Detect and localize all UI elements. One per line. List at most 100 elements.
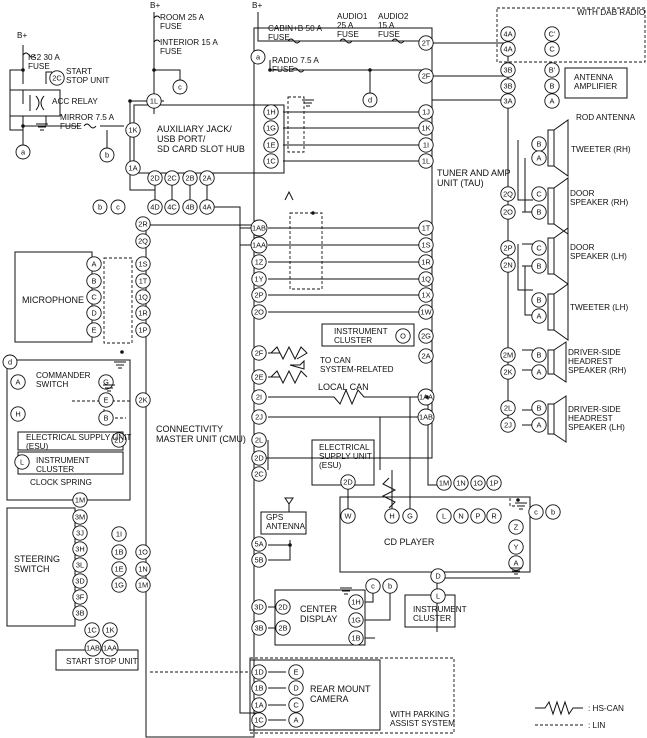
- connector-pin-circle: [164, 199, 180, 215]
- connector-pin: 1Q: [135, 289, 151, 305]
- connector-pin: 1X: [418, 287, 434, 303]
- reference-marker: a: [250, 49, 266, 65]
- connector-pin-circle: [72, 509, 88, 525]
- arrow-icon: [289, 359, 305, 370]
- connector-pin-label: R: [491, 512, 496, 521]
- connector-pin: 2M: [500, 347, 516, 363]
- connector-pin-circle: [531, 400, 547, 416]
- connector-pin-circle: [72, 492, 88, 508]
- connector-pin-circle: [418, 304, 434, 320]
- connector-pin-label: 3B: [254, 624, 263, 633]
- connector-pin: 1AA: [101, 639, 119, 657]
- connector-pin-label: 1C: [87, 626, 97, 635]
- connector-pin-label: 1C: [254, 716, 264, 725]
- connector-pin-circle: [251, 712, 267, 728]
- connector-pin: 2K: [135, 392, 151, 408]
- connector-pin: 2L: [500, 400, 516, 416]
- connector-pin-label: 1Y: [254, 275, 263, 284]
- connector-pin-circle: [72, 573, 88, 589]
- connector-pin-circle: [135, 289, 151, 305]
- connector-pin-label: 3B: [75, 609, 84, 618]
- reference-marker-label: a: [256, 53, 261, 62]
- connector-pin-label: 2R: [138, 220, 147, 229]
- ground-symbols: [36, 99, 527, 595]
- connector-pin-circle: [418, 220, 434, 236]
- connector-pin: 1AB: [84, 639, 102, 657]
- connector-pin-circle: [251, 304, 267, 320]
- connector-pin-circle: [436, 508, 452, 524]
- connector-pin-label: 2M: [503, 351, 513, 360]
- connector-pin: 1E: [263, 137, 279, 153]
- connector-pin-circle: [251, 664, 267, 680]
- connector-pin-circle: [500, 364, 516, 380]
- connector-pin-circle: [251, 345, 267, 361]
- connector-pin-circle: [250, 219, 268, 237]
- connector-pin: 3M: [72, 509, 88, 525]
- connector-pin-circle: [251, 254, 267, 270]
- connector-pin: 2C: [164, 170, 180, 186]
- connector-pin: 1H: [263, 104, 279, 120]
- connector-pin-circle: [544, 41, 560, 57]
- connector-pin-label: 1S: [138, 260, 147, 269]
- connector-pin-label: 1I: [116, 530, 122, 539]
- connector-pin-label: 2J: [504, 421, 512, 430]
- connector-pin-circle: [430, 568, 446, 584]
- connector-pin: 3D: [251, 599, 267, 615]
- connector-pin-circle: [384, 508, 400, 524]
- connector-pin-label: C: [536, 190, 542, 199]
- connector-pin-circle: [199, 170, 215, 186]
- connector-pin: D: [430, 568, 446, 584]
- reference-marker-label: b: [98, 203, 102, 212]
- connector-pin-label: A: [16, 378, 21, 387]
- connector-pin: 3F: [72, 589, 88, 605]
- reference-marker: c: [172, 79, 188, 95]
- connector-pin-label: 1H: [351, 598, 360, 607]
- connector-pin: 2F: [251, 345, 267, 361]
- connector-pin-circle: [500, 62, 516, 78]
- connector-pin-circle: [500, 417, 516, 433]
- connector-pin-circle: [135, 561, 151, 577]
- connector-pin: 2D: [340, 474, 356, 490]
- connector-pin: B: [531, 347, 547, 363]
- b-plus-ig2: B+: [17, 31, 27, 40]
- connector-pin-label: B: [104, 414, 109, 423]
- connector-pin-label: 1S: [421, 241, 430, 250]
- speaker-symbols: [547, 119, 569, 443]
- connector-pin-label: 1E: [266, 141, 275, 150]
- connector-pin-label: 1M: [75, 496, 85, 505]
- connector-pin: 1J: [418, 104, 434, 120]
- connector-pin-label: 2L: [255, 436, 263, 445]
- connector-pin-label: Y: [514, 543, 519, 552]
- connector-pin: B: [544, 78, 560, 94]
- connector-pin-label: 1K: [128, 126, 137, 135]
- connector-pin: 2J: [251, 409, 267, 425]
- connector-pin: 2Q: [135, 233, 151, 249]
- connector-pin-label: C: [536, 244, 542, 253]
- connector-pin-circle: [135, 305, 151, 321]
- connector-pin: 1G: [111, 577, 127, 593]
- connector-pin-circle: [453, 508, 469, 524]
- connector-pin: 1L: [418, 153, 434, 169]
- connector-pin-circle: [251, 599, 267, 615]
- connector-pin: 2C: [49, 70, 65, 86]
- connector-pin-circle: [251, 287, 267, 303]
- esu-small-label: ELECTRICAL SUPPLY UNIT(ESU): [26, 433, 131, 451]
- connector-pin-circle: [251, 466, 267, 482]
- connector-pin: 1T: [418, 220, 434, 236]
- connector-pin: E: [288, 664, 304, 680]
- connector-pin: 4D: [147, 199, 163, 215]
- connector-pin-circle: [500, 347, 516, 363]
- connector-pin-circle: [251, 271, 267, 287]
- connector-pin: B: [531, 292, 547, 308]
- connector-pin-circle: [135, 392, 151, 408]
- local-can-label: LOCAL CAN: [318, 382, 369, 392]
- connector-pin-label: 5A: [254, 540, 263, 549]
- connector-pin: 1P: [486, 475, 502, 491]
- connector-pin-circle: [500, 26, 516, 42]
- connector-pin-label: 1P: [489, 479, 498, 488]
- connector-pin-label: A: [537, 421, 542, 430]
- connector-pin: W: [340, 508, 356, 524]
- connector-pin: A: [531, 417, 547, 433]
